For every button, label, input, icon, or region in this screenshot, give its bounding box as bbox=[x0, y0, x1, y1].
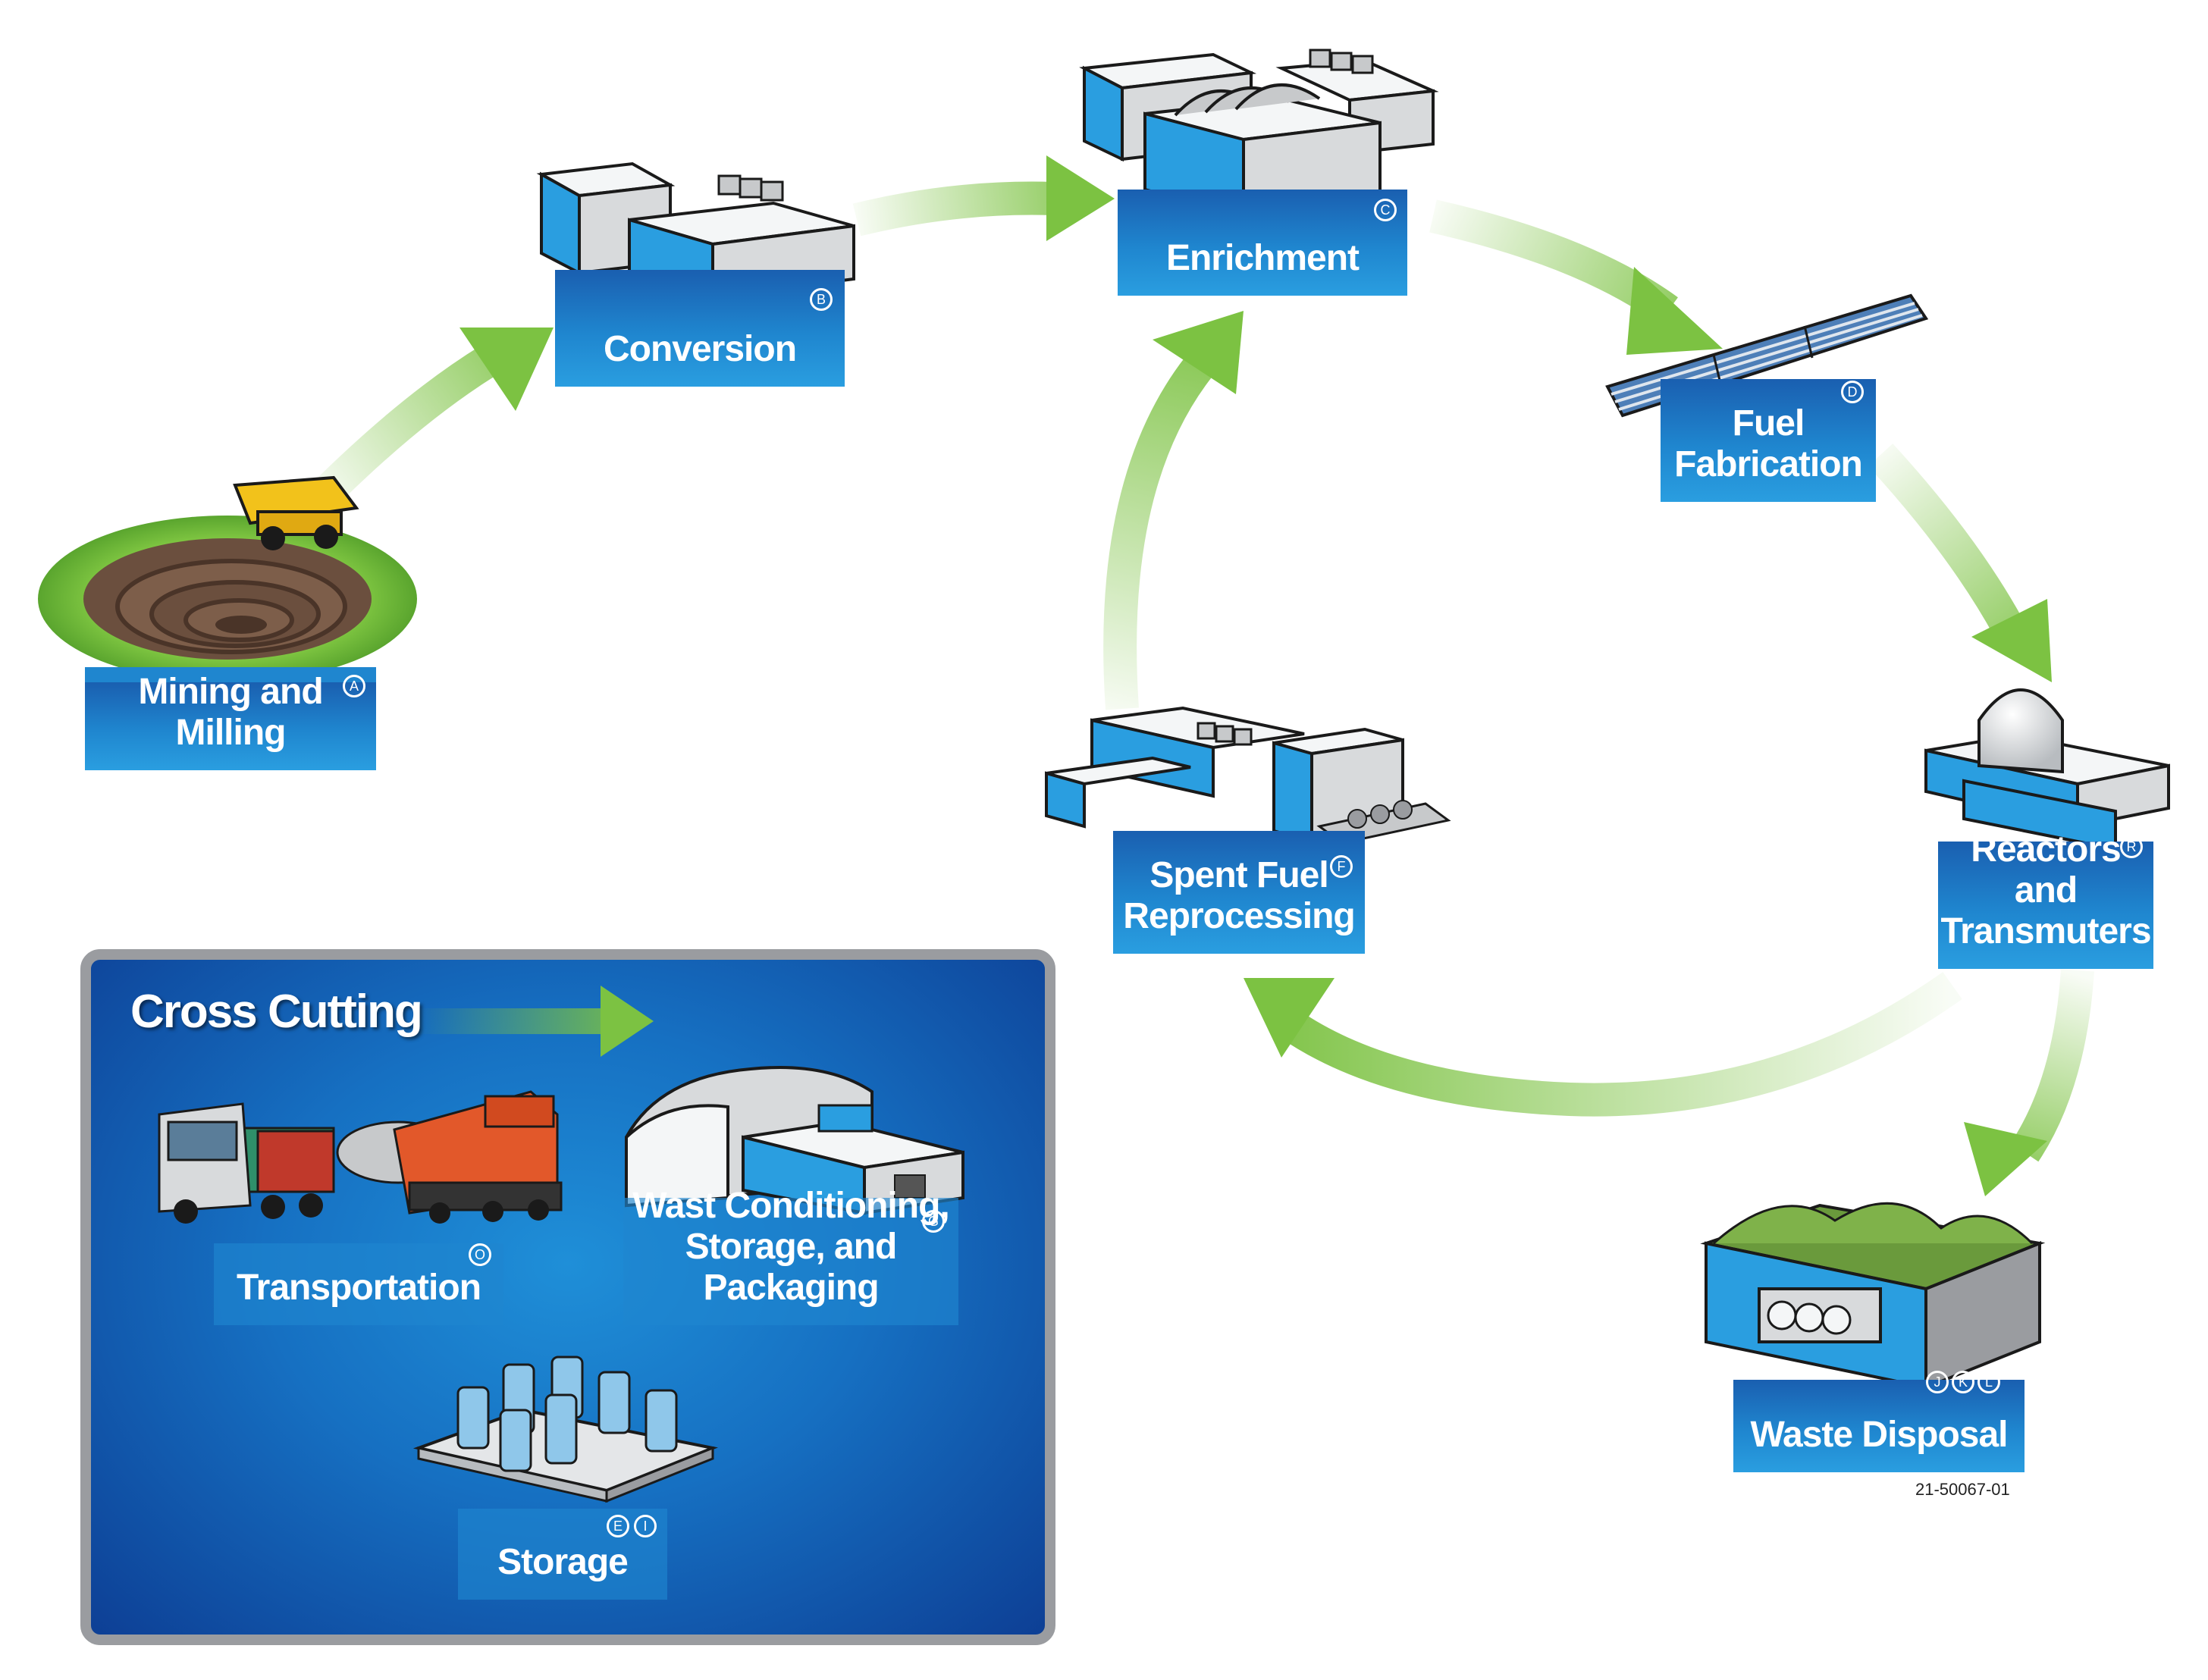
stage-code-badge: L bbox=[1977, 1371, 2000, 1393]
transportation-pedestal bbox=[214, 1243, 503, 1325]
stage-label-line: Mining and Milling bbox=[138, 672, 323, 753]
arrow-enrichment-to-fabrication bbox=[1429, 199, 1723, 355]
arrow-fabrication-to-reactors bbox=[1868, 444, 2052, 682]
stage-label-line: Fuel bbox=[1732, 403, 1805, 444]
cross-cutting-arrow bbox=[417, 986, 654, 1057]
stage-code-badge: I bbox=[634, 1515, 657, 1537]
stage-code-badge: J bbox=[1926, 1371, 1949, 1393]
cc-conditioning: Wast Conditioning, Storage, and Packagin… bbox=[623, 1186, 958, 1325]
stage-mining: Mining and Milling bbox=[85, 672, 376, 770]
stage-reprocessing: Spent Fuel Reprocessing bbox=[1113, 831, 1365, 954]
stage-conversion: Conversion bbox=[555, 270, 845, 387]
arrow-reprocessing-to-enrichment bbox=[1103, 311, 1244, 710]
open-pit-mine-icon bbox=[38, 516, 417, 682]
stage-code-badge: O bbox=[469, 1243, 491, 1266]
arrow-conversion-to-enrichment bbox=[852, 155, 1115, 241]
storage-pedestal bbox=[458, 1509, 667, 1600]
figure-reference-code: 21-50067-01 bbox=[1915, 1480, 2010, 1499]
stage-label-line: Reprocessing bbox=[1123, 896, 1355, 936]
stage-label-line: Storage bbox=[497, 1542, 629, 1582]
stage-code-badge: B bbox=[810, 288, 833, 311]
stage-code-badge: E bbox=[607, 1515, 629, 1537]
stage-enrichment: Enrichment bbox=[1118, 190, 1407, 296]
reactor-icon bbox=[1924, 688, 2170, 851]
stage-code-badge: D bbox=[1841, 381, 1864, 403]
stage-code-badge: C bbox=[1374, 199, 1397, 221]
train-icon bbox=[336, 1090, 563, 1224]
waste-repository-icon bbox=[1700, 1202, 2046, 1390]
stage-disposal: Waste Disposal bbox=[1733, 1380, 2025, 1472]
stage-label-line: Enrichment bbox=[1165, 238, 1360, 278]
arrow-reactors-to-disposal bbox=[1964, 969, 2094, 1196]
stage-label-line: Fabrication bbox=[1674, 444, 1863, 484]
stage-code-badge: K bbox=[1952, 1371, 1974, 1393]
stage-label-line: Transportation bbox=[236, 1268, 481, 1308]
arrow-reactors-to-reprocessing bbox=[1244, 972, 1962, 1117]
storage-casks-icon bbox=[412, 1356, 718, 1503]
stage-label-line: Waste Disposal bbox=[1750, 1415, 2009, 1455]
cc-transportation: Transportation bbox=[214, 1243, 503, 1325]
stage-label-line: Storage, and Packaging bbox=[685, 1227, 898, 1308]
stage-code-badge: G bbox=[922, 1210, 945, 1233]
stage-code-badge: F bbox=[1330, 855, 1353, 878]
stage-label-line: Transmuters bbox=[1940, 911, 2151, 951]
conditioning-pedestal bbox=[623, 1198, 958, 1325]
stage-label-line: Conversion bbox=[603, 329, 797, 369]
mining-truck-icon bbox=[233, 475, 359, 550]
stage-code-badge: R bbox=[2120, 835, 2143, 858]
stage-label-line: Spent Fuel bbox=[1149, 855, 1328, 895]
stage-reactors: Reactors and Transmuters bbox=[1938, 829, 2153, 969]
stage-label-line: Reactors and bbox=[1971, 829, 2121, 911]
stage-fabrication: Fuel Fabrication bbox=[1661, 379, 1876, 502]
cc-storage: Storage bbox=[458, 1509, 667, 1600]
cross-cutting-title: Cross Cutting bbox=[130, 986, 423, 1038]
stage-label-line: Wast Conditioning, bbox=[632, 1186, 949, 1226]
truck-icon bbox=[158, 1102, 335, 1224]
arrow-mining-to-conversion bbox=[306, 328, 554, 512]
stage-code-badge: A bbox=[343, 675, 365, 697]
